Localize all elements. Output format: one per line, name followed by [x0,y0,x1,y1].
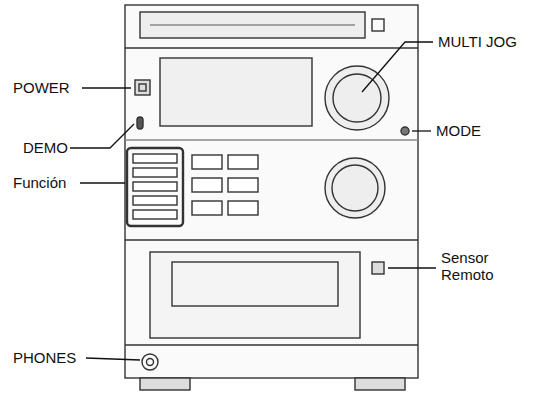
control-button [228,178,258,192]
divider [125,239,418,240]
leader-line [80,182,125,183]
foot [140,378,190,390]
function-buttons [133,154,177,219]
divider [125,344,418,345]
function-button [133,154,177,163]
control-buttons [192,155,258,215]
phones-jack-inner [147,359,154,366]
phones-jack [142,354,158,370]
function-button [133,210,177,219]
control-button [228,155,258,169]
function-group [127,148,183,226]
control-button [192,155,222,169]
divider [125,47,418,48]
callout-label: MODE [435,122,482,139]
cd-slot [150,24,355,25]
leader-line [70,124,134,148]
leader-line [412,130,431,131]
leader-line [86,358,140,360]
cd-tray [140,12,365,38]
divider [125,139,418,140]
volume-knob [325,158,385,218]
volume-inner [332,165,378,211]
cassette-door [150,252,360,338]
control-button [192,201,222,215]
control-button [228,201,258,215]
callout-label: DEMO [22,139,69,156]
foot [355,378,405,390]
leader-line [388,267,436,268]
callout-label: Función [12,174,67,191]
mode-button [401,127,409,135]
callout-label: POWER [12,79,71,96]
display [160,58,312,126]
remote-sensor [372,262,384,274]
function-button [133,168,177,177]
leader-line [82,87,131,88]
demo-button [137,117,143,129]
callout-label: PHONES [12,349,77,366]
cassette-window [172,262,338,306]
callout-label: Sensor Remoto [440,249,504,283]
function-button [133,182,177,191]
multi-jog-inner [333,74,381,122]
multi-jog-knob [325,66,389,130]
housing [125,5,418,378]
control-button [192,178,222,192]
leader-lines [70,42,436,360]
function-button [133,196,177,205]
leader-line [362,42,433,92]
power-button-inner [139,84,146,91]
callout-label: MULTI JOG [437,33,518,50]
power-button [135,80,150,95]
eject-button [372,19,384,31]
